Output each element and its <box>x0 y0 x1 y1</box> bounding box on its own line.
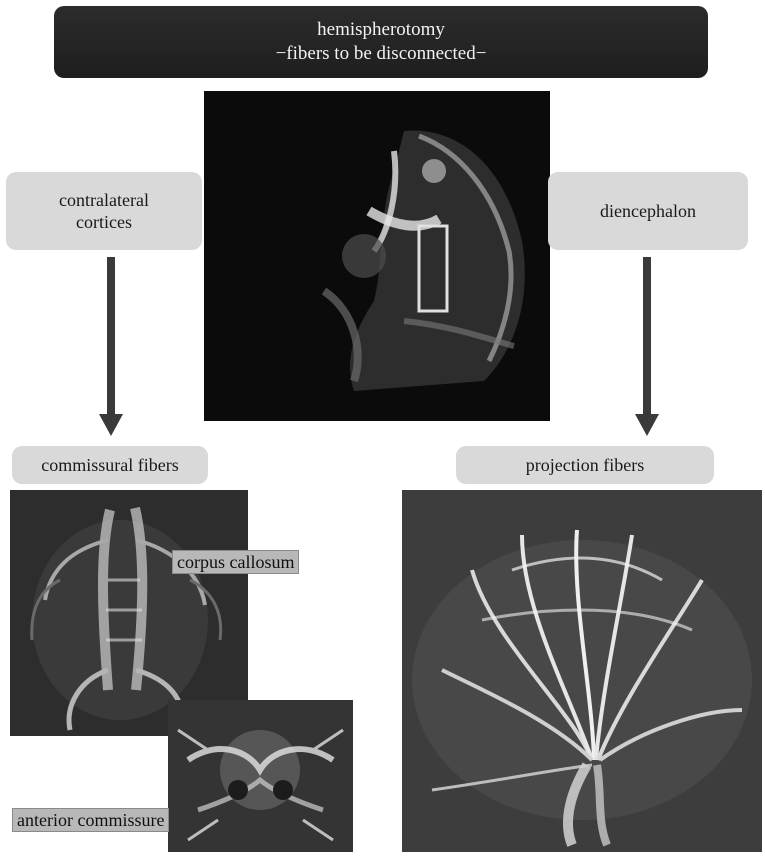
anterior-commissure-annotation: anterior commissure <box>12 808 169 832</box>
left-arrow-head <box>99 414 123 436</box>
commissural-text: commissural fibers <box>41 454 178 476</box>
anterior-commissure-image <box>168 700 353 852</box>
corpus-callosum-annotation: corpus callosum <box>172 550 299 574</box>
right-arrow-head <box>635 414 659 436</box>
title-line-1: hemispherotomy <box>317 18 445 42</box>
central-mri-image <box>204 91 550 421</box>
projection-fibers-label: projection fibers <box>456 446 714 484</box>
contralateral-line-2: cortices <box>76 211 132 233</box>
title-banner: hemispherotomy −fibers to be disconnecte… <box>54 6 708 78</box>
title-line-2: −fibers to be disconnected− <box>276 42 487 66</box>
left-arrow-shaft <box>107 257 115 417</box>
commissural-fibers-label: commissural fibers <box>12 446 208 484</box>
contralateral-cortices-label: contralateral cortices <box>6 172 202 250</box>
diencephalon-text: diencephalon <box>600 200 696 222</box>
projection-fibers-image <box>402 490 762 852</box>
diencephalon-label: diencephalon <box>548 172 748 250</box>
projection-text: projection fibers <box>526 454 644 476</box>
right-arrow-shaft <box>643 257 651 417</box>
contralateral-line-1: contralateral <box>59 189 149 211</box>
